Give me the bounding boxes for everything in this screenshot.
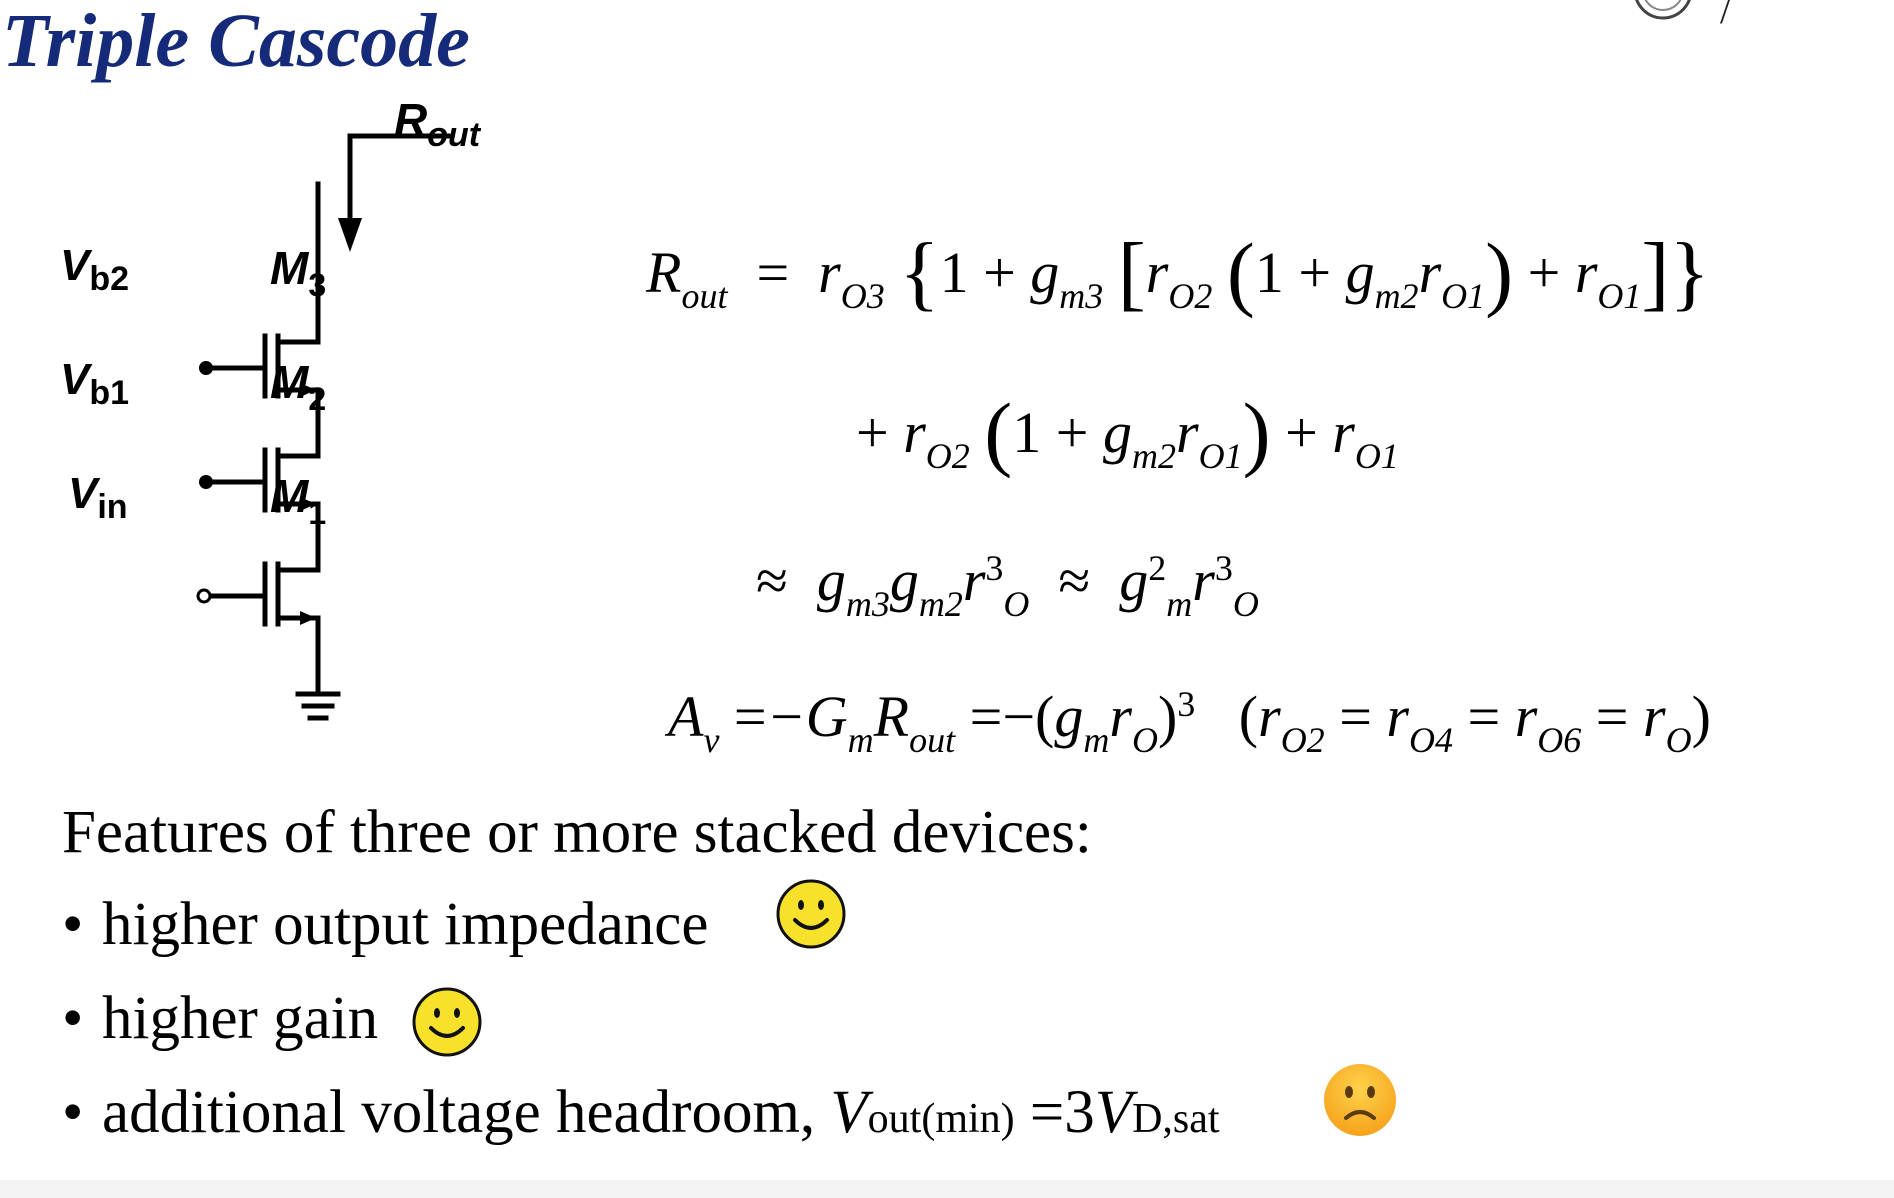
m2-label: M2 [270, 356, 326, 417]
vb1-terminal [199, 475, 213, 489]
rout-label: Rout [394, 100, 482, 154]
feature-item-3: •additional voltage headroom, Vout(min) … [62, 1079, 1220, 1146]
rout-approximation-line: ≈ gm3gm2r3O ≈ g2mr3O [756, 548, 1259, 625]
smiley-face-icon [412, 987, 482, 1057]
frowning-face-icon [1324, 1064, 1396, 1136]
vin-terminal [196, 588, 212, 604]
rout-equation-line-1: Rout = rO3 {1 + gm3 [rO2 (1 + gm2rO1) + … [646, 226, 1710, 320]
vb2-terminal [199, 361, 213, 375]
rout-equation-line-2: + rO2 (1 + gm2rO1) + rO1 [856, 386, 1399, 480]
footer-band [0, 1180, 1894, 1198]
triple-cascode-circuit: Rout Vb2 Vb1 Vin M3 M2 M1 [60, 100, 482, 721]
vin-label: Vin [68, 469, 128, 526]
feature-item-2: •higher gain [62, 985, 379, 1052]
feature-item-1: •higher output impedance [62, 891, 709, 958]
m3-label: M3 [270, 242, 326, 303]
vb2-label: Vb2 [60, 241, 129, 298]
bullet: • [62, 891, 84, 958]
university-seal-icon [1635, 0, 1691, 20]
gain-equation: Av =−GmRout =−(gmrO)3 (rO2 = rO4 = rO6 =… [668, 684, 1711, 761]
features-heading: Features of three or more stacked device… [62, 799, 1092, 866]
bullet: • [62, 1079, 84, 1146]
logo-mark-icon: / [1720, 0, 1732, 32]
vb1-label: Vb1 [60, 355, 129, 412]
slide-title: Triple Cascode [2, 0, 470, 83]
smiley-face-icon [776, 879, 846, 949]
bullet: • [62, 985, 84, 1052]
rout-arrow-line [347, 133, 451, 223]
m1-label: M1 [270, 470, 326, 531]
